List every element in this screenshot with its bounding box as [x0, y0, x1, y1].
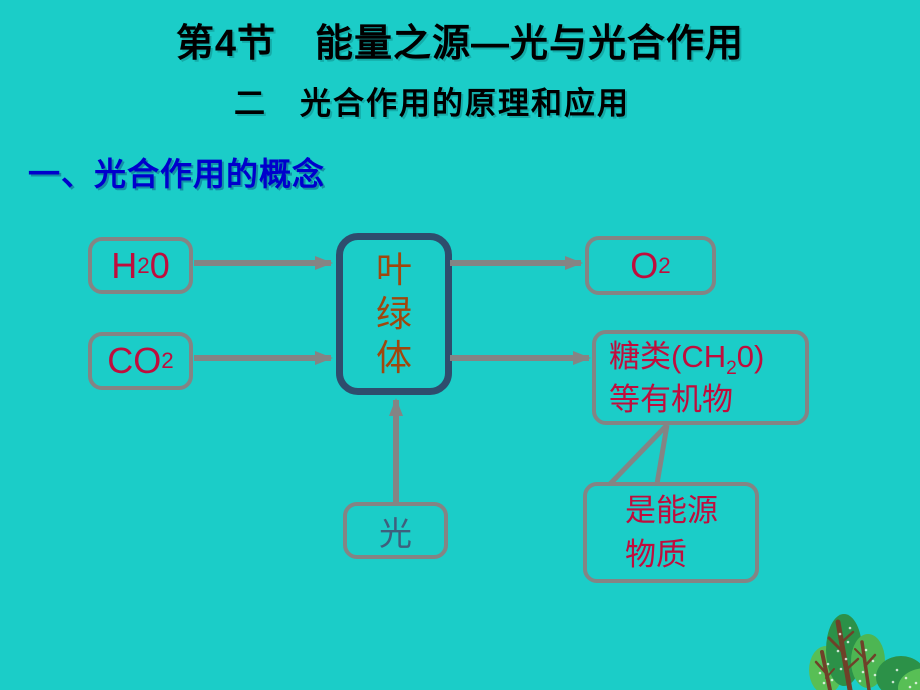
chloroplast-char-2: 绿 [375, 293, 412, 334]
sugar-line1-post: 0) [736, 338, 765, 374]
node-chloroplast: 叶 绿 体 [336, 233, 452, 395]
node-light: 光 [343, 502, 448, 559]
node-energy-note: 是能源 物质 [583, 482, 759, 583]
energy-note-line-1: 是能源 [625, 492, 718, 528]
sugar-line1-subscript: 2 [726, 357, 737, 379]
slide-title: 第4节 能量之源—光与光合作用 [175, 23, 745, 65]
sugar-line-1: 糖类(CH20) [609, 335, 764, 378]
trees-icon [809, 614, 920, 690]
sugar-line-2: 等有机物 [609, 381, 733, 417]
callout-tail-right [654, 424, 670, 485]
callout-tail-left [608, 423, 669, 486]
chloroplast-char-3: 体 [375, 337, 412, 378]
chloroplast-char-1: 叶 [375, 249, 412, 290]
slide-subtitle: 二 光合作用的原理和应用 [234, 86, 630, 121]
light-label: 光 [379, 514, 412, 552]
sugar-line1-pre: 糖类(CH [609, 338, 727, 374]
co2-base: CO [107, 340, 162, 381]
energy-note-line-2: 物质 [625, 536, 687, 572]
o2-base: O [630, 244, 659, 286]
h2o-suffix: 0 [149, 244, 170, 286]
node-sugar-organics: 糖类(CH20) 等有机物 [592, 330, 809, 425]
section-heading: 一、光合作用的概念 [28, 156, 326, 192]
h2o-base: H [111, 244, 138, 286]
